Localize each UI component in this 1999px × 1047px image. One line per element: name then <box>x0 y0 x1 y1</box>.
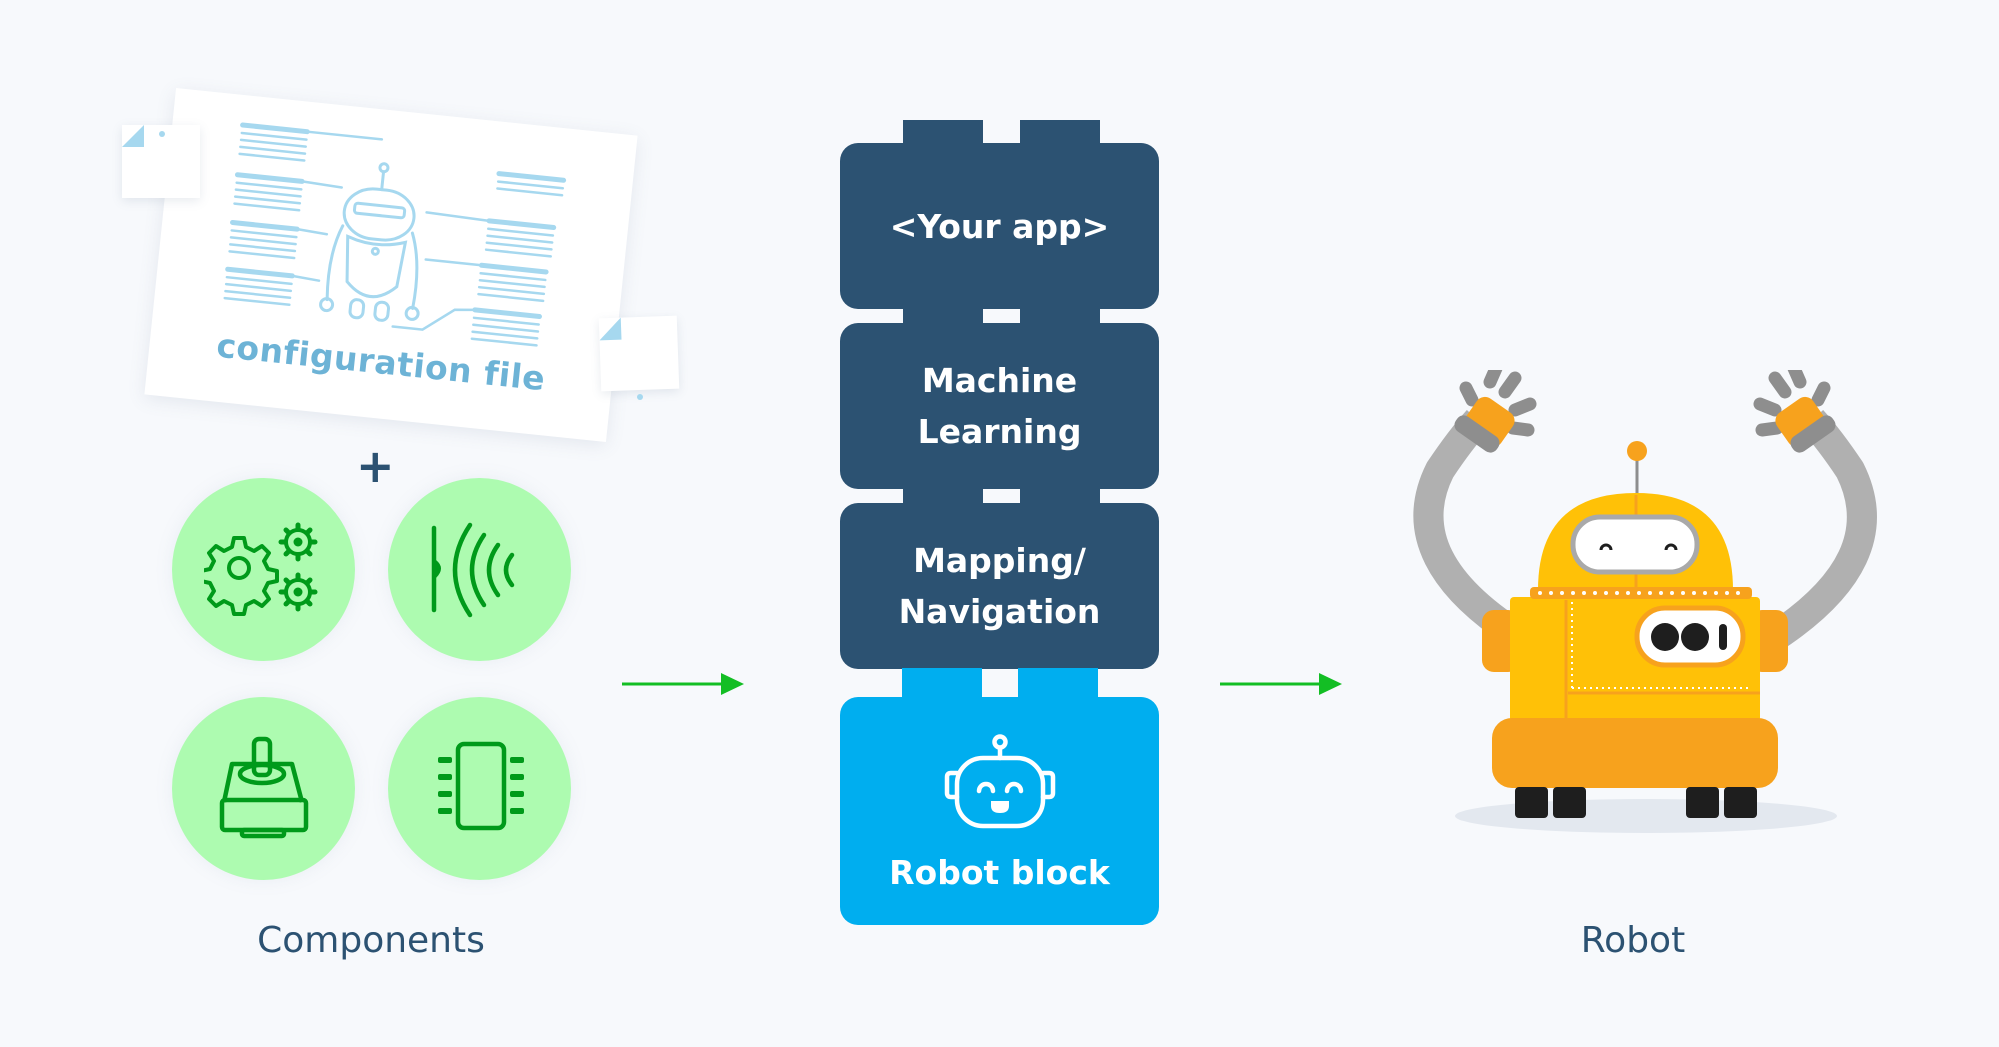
block-machine-learning: Machine Learning <box>840 323 1159 489</box>
robot-shadow <box>1455 799 1837 833</box>
component-actuator <box>172 697 355 880</box>
component-gears <box>172 478 355 661</box>
block-connector <box>903 488 983 504</box>
config-text-block-left-4 <box>223 266 321 307</box>
block-label: <Your app> <box>889 206 1110 246</box>
sticky-note <box>598 315 680 392</box>
configuration-file-card: configuration file <box>144 87 638 443</box>
block-label: Robot block <box>889 853 1110 892</box>
sensor-waves-icon <box>431 522 514 617</box>
config-blueprint-graphic <box>223 122 567 347</box>
block-stud <box>1020 120 1100 144</box>
components-caption: Components <box>257 920 485 961</box>
microchip-icon <box>437 741 524 830</box>
robot-wheels <box>1515 787 1757 818</box>
block-label-line: Navigation <box>898 592 1101 631</box>
config-text-block-left-2 <box>233 172 343 212</box>
robot-left-hand <box>1454 370 1537 453</box>
robot-visor <box>1570 514 1700 575</box>
gears-icon <box>203 522 317 616</box>
block-stud-blue <box>1018 668 1098 698</box>
robot-antenna-ball <box>1627 441 1647 461</box>
component-chip <box>388 697 571 880</box>
config-text-block-left-3 <box>228 219 329 260</box>
config-text-block-right-4 <box>391 307 542 347</box>
pin-dot <box>159 131 165 137</box>
sticky-note <box>122 125 200 198</box>
config-text-block-right-3 <box>424 258 549 303</box>
joystick-motor-icon <box>219 736 308 838</box>
plus-symbol: + <box>356 439 395 493</box>
robot-caption: Robot <box>1580 920 1686 961</box>
config-text-block-left-1 <box>238 122 384 162</box>
block-your-app: <Your app> <box>840 143 1159 309</box>
robot-mascot-icon <box>1413 370 1877 833</box>
pin-dot <box>637 394 643 400</box>
robot-base <box>1492 718 1778 788</box>
config-text-block-right-2 <box>425 211 557 258</box>
block-connector <box>1020 488 1100 504</box>
block-stud <box>903 120 983 144</box>
block-stud-blue <box>902 668 982 698</box>
robot-head-icon <box>944 734 1055 829</box>
block-label-line: Machine <box>921 361 1078 400</box>
note-fold-corner <box>122 125 144 147</box>
component-sensor <box>388 478 571 661</box>
robot-left-arm <box>1413 409 1533 653</box>
arrow-right-icon <box>1220 673 1342 695</box>
config-robot-lineart-icon <box>319 162 420 322</box>
robot-right-hand <box>1753 370 1836 453</box>
note-fold-corner <box>598 317 622 341</box>
block-connector <box>1020 308 1100 324</box>
block-robot: Robot block <box>840 697 1159 925</box>
block-label-line: Mapping/ <box>913 541 1086 580</box>
robot-right-arm <box>1761 409 1877 653</box>
block-mapping-navigation: Mapping/ Navigation <box>840 503 1159 669</box>
arrow-right-icon <box>622 673 744 695</box>
config-text-block-right-1 <box>496 171 567 197</box>
block-connector <box>903 308 983 324</box>
block-label-line: Learning <box>917 412 1082 451</box>
